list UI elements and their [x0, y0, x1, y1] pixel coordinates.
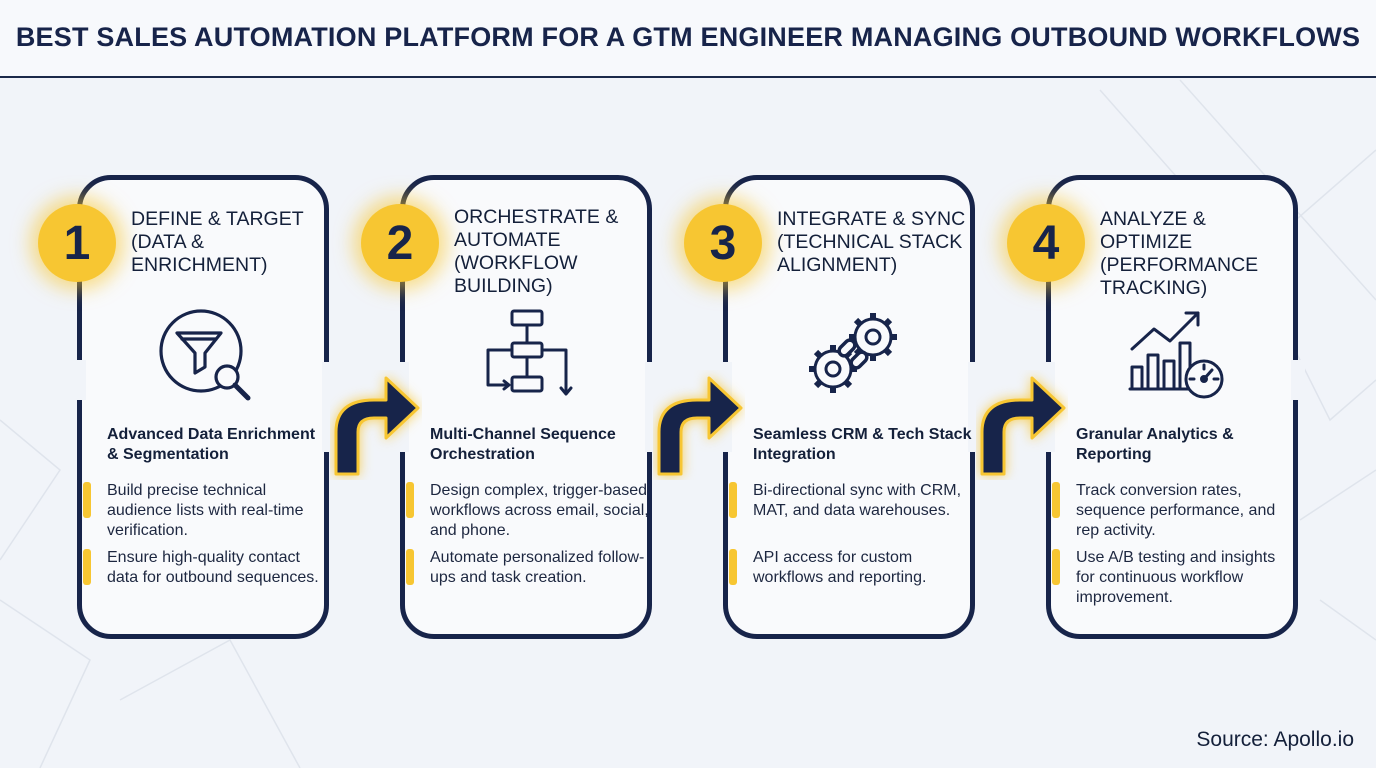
bullet-text: API access for custom workflows and repo…: [753, 549, 927, 586]
source-label: Source: Apollo.io: [1196, 728, 1354, 751]
bullet-text: Ensure high-quality contact data for out…: [107, 549, 319, 586]
gears-link-icon: [809, 313, 897, 393]
card-2-right-gap: [645, 362, 659, 452]
step-2-bullet-1: Design complex, trigger-based workflows …: [406, 481, 650, 541]
bullet-bar: [406, 482, 414, 518]
step-2-badge: 2: [361, 204, 439, 282]
funnel-magnifier-icon: [159, 309, 251, 401]
step-3-badge: 3: [684, 204, 762, 282]
bullet-bar: [1052, 482, 1060, 518]
step-1-badge: 1: [38, 204, 116, 282]
step-4-subhead: Granular Analytics & Reporting: [1076, 426, 1234, 463]
card-3-right-gap: [968, 362, 982, 452]
step-1-title: DEFINE & TARGET (DATA & ENRICHMENT): [131, 208, 304, 276]
step-1-bullet-1: Build precise technical audience lists w…: [83, 481, 327, 541]
workflow-flowchart-icon: [486, 309, 573, 396]
step-4-bullet-2: Use A/B testing and insights for continu…: [1052, 548, 1296, 608]
bullet-text: Bi-directional sync with CRM, MAT, and d…: [753, 482, 962, 519]
step-1-bullet-2: Ensure high-quality contact data for out…: [83, 548, 327, 588]
header-bar: BEST SALES AUTOMATION PLATFORM FOR A GTM…: [0, 0, 1376, 78]
arrow-icon: [980, 376, 1066, 476]
arrow-icon: [657, 376, 743, 476]
page-title: BEST SALES AUTOMATION PLATFORM FOR A GTM…: [15, 22, 1361, 52]
bullet-text: Use A/B testing and insights for continu…: [1076, 549, 1276, 606]
arrow-icon: [334, 376, 420, 476]
card-1-right-gap: [322, 362, 336, 452]
bullet-bar: [406, 549, 414, 585]
step-3-bullet-2: API access for custom workflows and repo…: [729, 548, 973, 588]
card-4-right-gap: [1291, 360, 1305, 400]
bullet-bar: [729, 549, 737, 585]
bullet-text: Build precise technical audience lists w…: [107, 482, 304, 539]
step-1-card: [77, 175, 329, 639]
step-3-subhead: Seamless CRM & Tech Stack Integration: [753, 426, 972, 463]
step-2-bullet-2: Automate personalized follow-ups and tas…: [406, 548, 650, 588]
bullet-bar: [729, 482, 737, 518]
step-3-title: INTEGRATE & SYNC (TECHNICAL STACK ALIGNM…: [777, 208, 966, 276]
step-4-title: ANALYZE & OPTIMIZE (PERFORMANCE TRACKING…: [1100, 208, 1259, 299]
bullet-text: Automate personalized follow-ups and tas…: [430, 549, 645, 586]
bullet-text: Track conversion rates, sequence perform…: [1076, 482, 1276, 539]
step-4-bullet-1: Track conversion rates, sequence perform…: [1052, 481, 1296, 541]
step-1-subhead: Advanced Data Enrichment & Segmentation: [107, 426, 316, 463]
card-1-left-gap: [72, 360, 86, 400]
bullet-text: Design complex, trigger-based workflows …: [430, 482, 649, 539]
step-2-subhead: Multi-Channel Sequence Orchestration: [430, 426, 616, 463]
bullet-bar: [1052, 549, 1060, 585]
step-4-badge: 4: [1007, 204, 1085, 282]
step-2-title: ORCHESTRATE & AUTOMATE (WORKFLOW BUILDIN…: [454, 206, 619, 297]
step-3-bullet-1: Bi-directional sync with CRM, MAT, and d…: [729, 481, 973, 521]
bar-chart-gauge-icon: [1128, 311, 1224, 399]
bullet-bar: [83, 549, 91, 585]
bullet-bar: [83, 482, 91, 518]
